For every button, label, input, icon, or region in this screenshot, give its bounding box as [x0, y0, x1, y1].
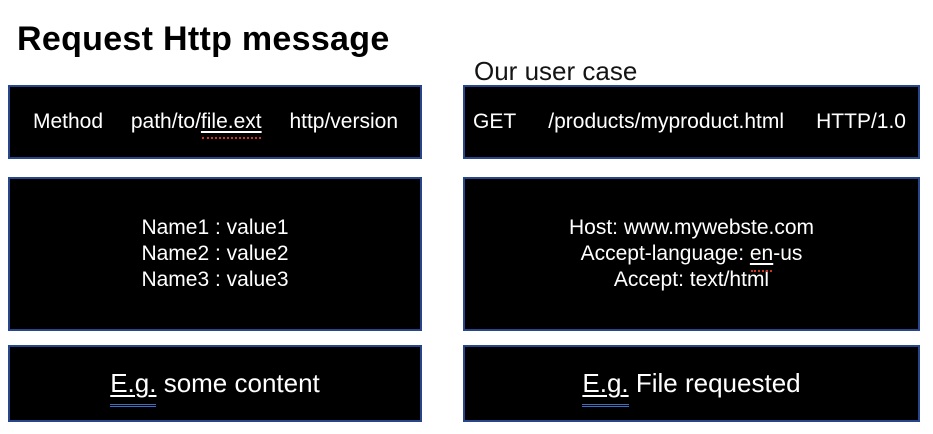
accept-language-suffix: -us — [773, 242, 803, 265]
template-version-label: http/version — [289, 110, 398, 133]
accept-language-prefix: Accept-language: — [580, 242, 750, 265]
template-header-line-1: Name1 : value1 — [141, 216, 289, 239]
template-method-label: Method — [33, 110, 104, 133]
template-headers-box: Name1 : value1 Name2 : value2 Name3 : va… — [8, 177, 422, 331]
template-body-text: some content — [156, 368, 320, 398]
template-body-line: E.g. some content — [110, 368, 320, 407]
example-headers-box: Host: www.mywebste.com Accept-language: … — [463, 177, 920, 331]
template-path-label: path/to/file.ext — [130, 110, 262, 139]
template-path-prefix: path/to/ — [130, 110, 201, 133]
example-body-eg: E.g. — [582, 368, 629, 407]
template-request-line-box: Method path/to/file.ext http/version — [8, 85, 422, 159]
template-body-eg: E.g. — [110, 368, 157, 407]
example-path-label: /products/myproduct.html — [548, 110, 785, 133]
example-method-label: GET — [473, 110, 517, 133]
template-header-line-2: Name2 : value2 — [141, 242, 289, 265]
example-header-accept: Accept: text/html — [613, 268, 770, 291]
example-version-label: HTTP/1.0 — [816, 110, 906, 133]
example-body-box: E.g. File requested — [463, 345, 920, 422]
example-header-host: Host: www.mywebste.com — [568, 216, 815, 239]
page-title: Request Http message — [17, 20, 390, 58]
example-header-accept-language: Accept-language: en-us — [580, 241, 803, 272]
template-header-line-3: Name3 : value3 — [141, 268, 289, 291]
example-request-line-box: GET /products/myproduct.html HTTP/1.0 — [463, 85, 920, 159]
example-body-line: E.g. File requested — [582, 368, 801, 407]
caption-our-user-case: Our user case — [474, 56, 638, 86]
template-body-box: E.g. some content — [8, 345, 422, 422]
accept-language-en: en — [749, 242, 774, 272]
template-path-file: file.ext — [200, 110, 262, 139]
example-body-text: File requested — [628, 368, 801, 398]
